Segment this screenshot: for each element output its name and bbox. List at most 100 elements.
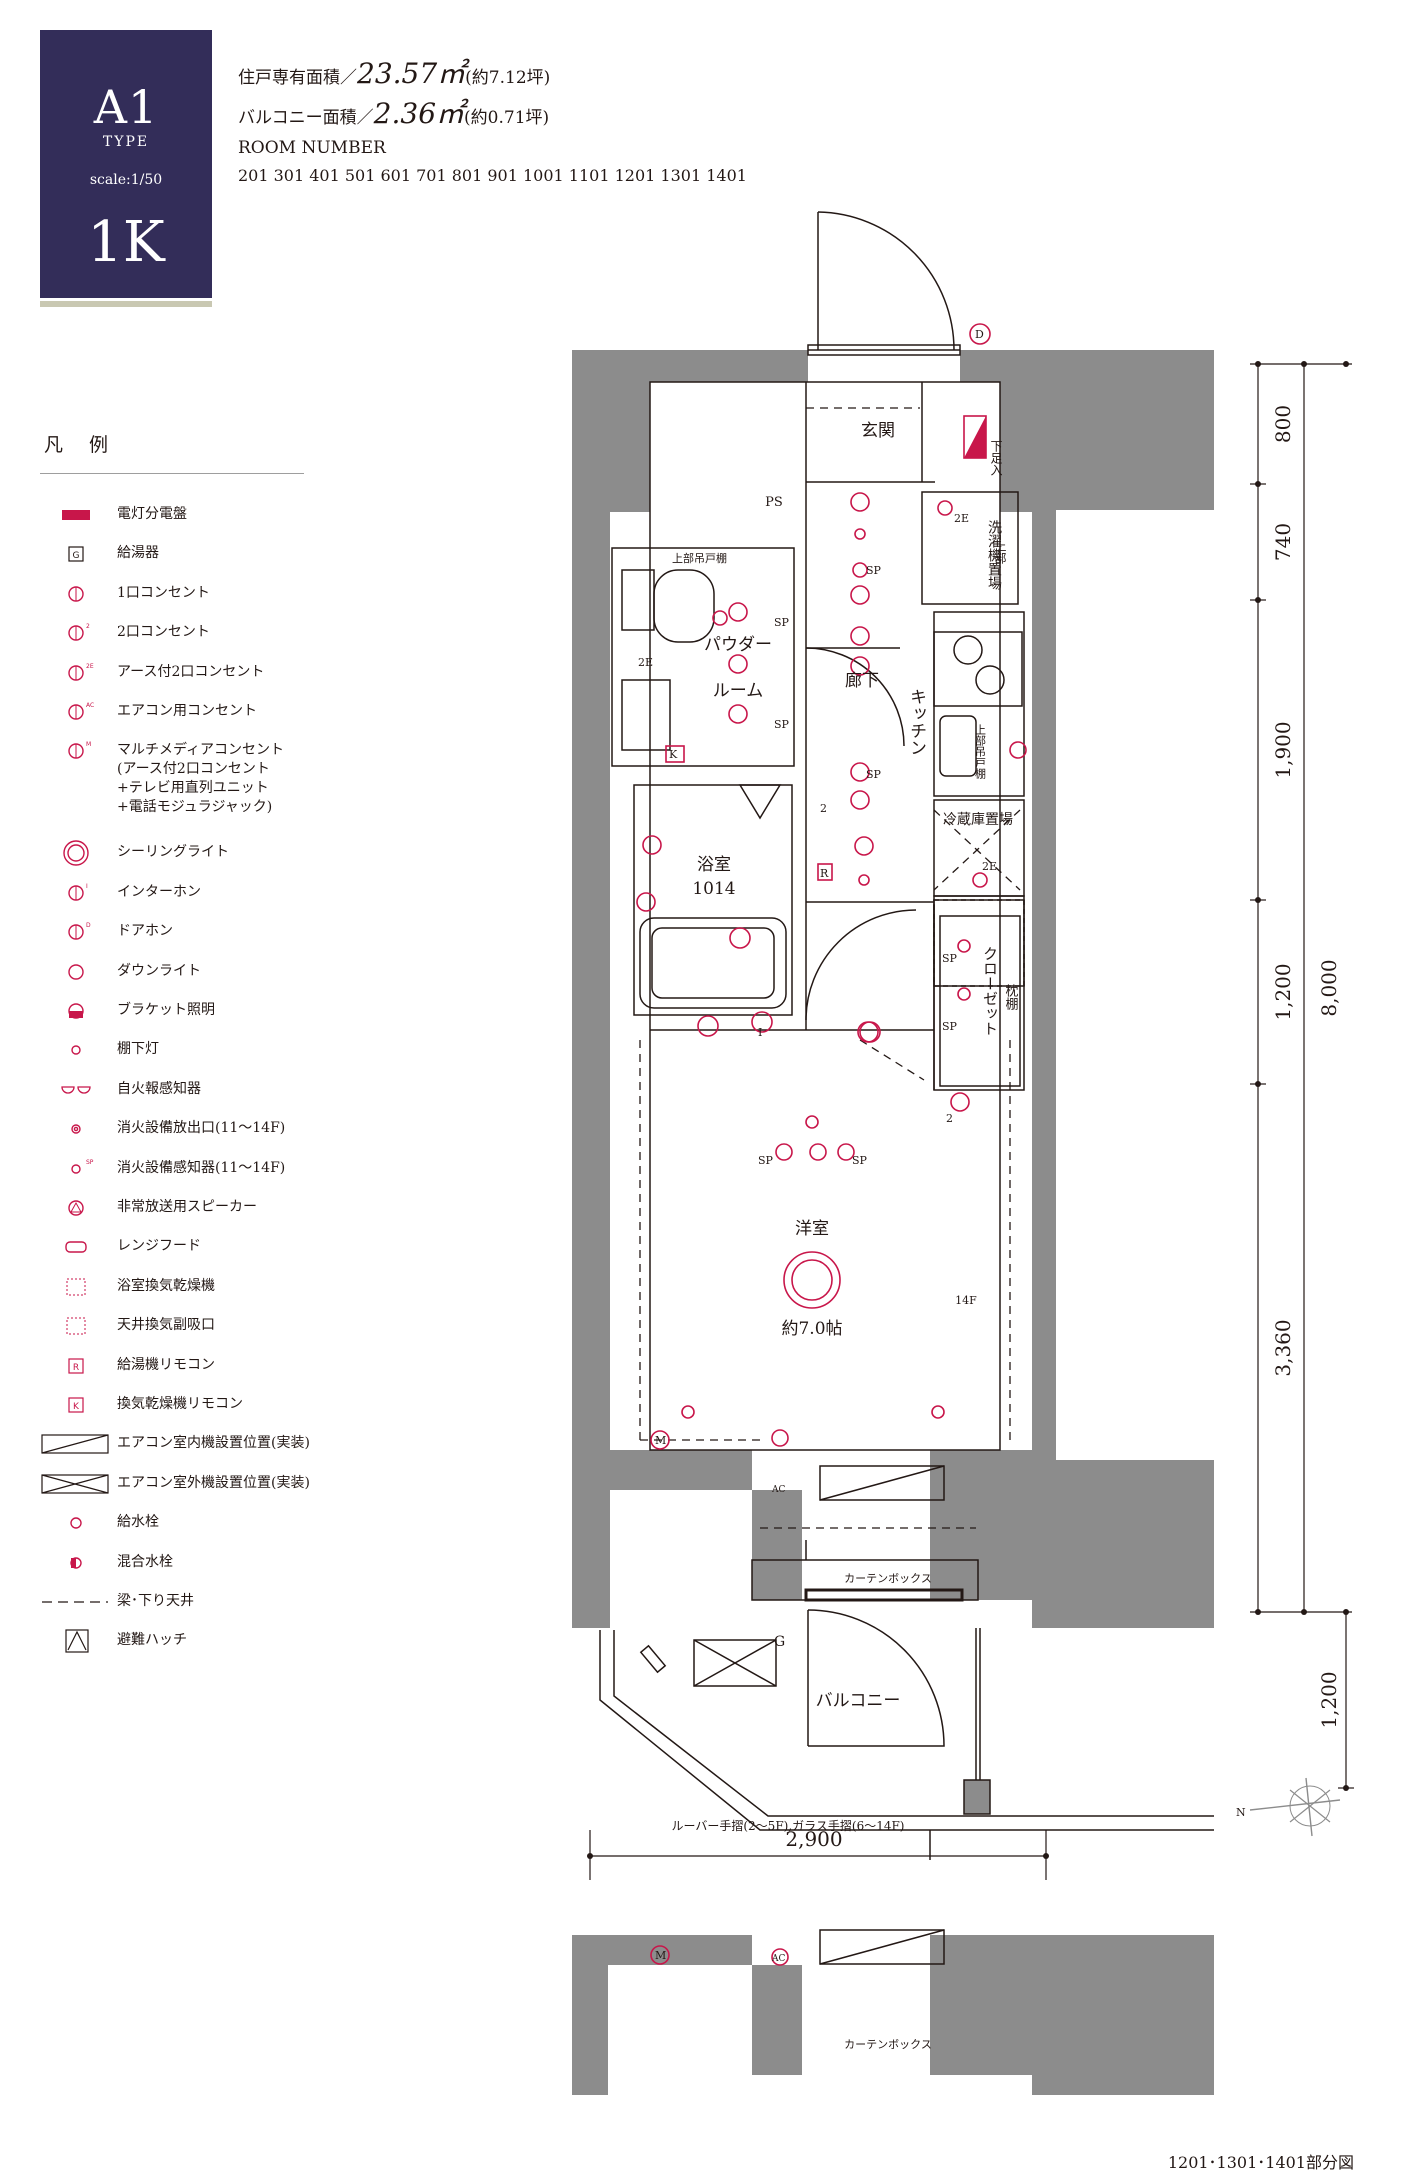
legend-label: 給湯器 [117, 545, 159, 562]
legend-row: 1口コンセント [40, 581, 340, 607]
legend-label-block: 非常放送用スピーカー [117, 1198, 257, 1217]
legend-label-block: 避難ハッチ [117, 1631, 187, 1650]
legend-label: ブラケット照明 [117, 1002, 215, 1018]
legend-row: 給水栓 [40, 1510, 340, 1536]
exclusive-area-tsubo: (約7.12坪) [465, 68, 551, 88]
dimension-ticks [587, 361, 1349, 1859]
distribution-board-icon [62, 510, 90, 520]
ac-outlet-symbol: AC [771, 1485, 785, 1495]
dimension-lines [589, 363, 1354, 1880]
ceiling-light-icon [63, 840, 89, 867]
room-numbers: 201 301 401 501 601 701 801 901 1001 110… [238, 166, 747, 185]
legend-label-block: エアコン室内機設置位置(実装) [117, 1434, 310, 1453]
legend-label: 非常放送用スピーカー [117, 1199, 257, 1215]
dimension-1900: 1,900 [1271, 721, 1295, 778]
multimedia-m-symbol: M [655, 1949, 666, 1962]
dryer-remote-icon: K [68, 1397, 84, 1413]
legend-row: K 換気乾燥機リモコン [40, 1392, 340, 1418]
ac-outlet-symbol: AC [771, 1954, 785, 1964]
dimension-800: 800 [1271, 405, 1295, 443]
legend-label-block: 換気乾燥機リモコン [117, 1395, 243, 1414]
bathroom-label: 浴室 [697, 855, 731, 875]
type-code: A1 [93, 80, 159, 134]
dimension-width: 2,900 [785, 1827, 842, 1851]
legend-row: 消火設備放出口(11〜14F) [40, 1116, 340, 1142]
balcony-area: バルコニー面積／2.36㎡(約0.71坪) [238, 92, 549, 132]
bath-fixtures [621, 569, 917, 1021]
sp-symbol: SP [866, 768, 882, 781]
legend-label: 自火報感知器 [117, 1080, 201, 1097]
type-word: TYPE [102, 134, 150, 150]
sp-symbol: SP [758, 1154, 774, 1167]
sp-symbol: SP [866, 564, 882, 577]
powder-room-label-2: ルーム [713, 681, 764, 701]
balcony-area-label: バルコニー面積／ [238, 108, 374, 128]
legend-label: エアコン用コンセント [117, 703, 257, 719]
legend-row: G 給湯器 [40, 541, 340, 567]
multimedia-outlet-icon: M [68, 741, 91, 760]
sp-symbol: SP [774, 616, 790, 629]
legend-label: エアコン室外機設置位置(実装) [117, 1474, 310, 1491]
outlet-2-symbol: 2 [820, 802, 827, 815]
exclusive-area-value: 23.57㎡ [357, 57, 466, 90]
ceiling-vent-icon [66, 1317, 86, 1335]
upper-cabinet-powder-label: 上部吊戸棚 [672, 551, 727, 565]
legend-label: ドアホン [117, 923, 173, 940]
fire-alarm-icon [61, 1086, 91, 1094]
legend-label: 浴室換気乾燥機 [117, 1277, 215, 1294]
balcony-outline [599, 1609, 1214, 1860]
legend-label-block: 梁･下り天井 [117, 1592, 194, 1611]
outlet-2e-symbol: 2E [954, 512, 969, 525]
entrance-label: 玄関 [861, 421, 895, 441]
legend-row: 梁･下り天井 [40, 1589, 340, 1615]
layout-label: 1K [87, 210, 165, 275]
curtain-box-partial-label: カーテンボックス [844, 2038, 932, 2051]
sp-symbol: SP [774, 718, 790, 731]
water-heater-icon: G [68, 546, 84, 562]
outlet-earth-icon: 2E [68, 663, 94, 681]
bracket-light-icon [68, 1003, 84, 1019]
legend-label: シーリングライト [117, 844, 229, 861]
door-phone-icon: D [68, 922, 91, 940]
legend-label-block: 浴室換気乾燥機 [117, 1277, 215, 1296]
legend-label-block: 消火設備放出口(11〜14F) [117, 1119, 285, 1138]
legend-symbol-text: I [86, 883, 88, 890]
legend-label-block: 給湯器 [117, 544, 159, 563]
ac-indoor-unit [819, 1465, 945, 1965]
legend-symbol-text: 2E [86, 663, 94, 670]
outlet-2-symbol: 2 [946, 1112, 953, 1125]
closet-label: クローゼット [981, 946, 999, 1036]
legend-row: D ドアホン [40, 919, 340, 945]
legend-label-block: 2口コンセント [117, 623, 210, 642]
escape-hatch-icon [65, 1629, 89, 1653]
legend-label-block: 自火報感知器 [117, 1080, 201, 1099]
outlet-2e-symbol: 2E [982, 860, 997, 873]
plan-partitions [611, 381, 1025, 1602]
outlet-1-icon [68, 586, 84, 602]
legend-sublabel: (アース付2口コンセント [117, 761, 270, 778]
fridge-label: 冷蔵庫置場 [943, 811, 1013, 828]
legend-sublabel: +電話モジュラジャック) [117, 799, 273, 816]
downlight-icon [68, 963, 84, 980]
heater-g-symbol: G [774, 1634, 785, 1650]
legend-row: ブラケット照明 [40, 998, 340, 1024]
legend-label-block: 消火設備感知器(11〜14F) [117, 1159, 285, 1178]
ceiling-light [783, 1251, 841, 1309]
dimension-balcony-depth: 1,200 [1317, 1671, 1341, 1728]
kitchen-fixtures [933, 631, 1023, 777]
legend-label-block: 給水栓 [117, 1513, 159, 1532]
ac-outdoor-unit-icon [41, 1474, 109, 1494]
sp-symbol: SP [852, 1154, 868, 1167]
legend-label-block: レンジフード [117, 1237, 201, 1256]
room-labels: 玄関 PS 下足入 洗濯機置場 上部 上部吊戸棚 パウダー ルーム 廊下 キッチ… [671, 421, 1018, 2051]
legend-row: 非常放送用スピーカー [40, 1195, 340, 1221]
sp-symbol: SP [942, 1020, 958, 1033]
outlet-2-icon: 2 [68, 623, 90, 641]
legend-label: マルチメディアコンセント [117, 742, 285, 759]
dimension-740: 740 [1271, 523, 1295, 561]
